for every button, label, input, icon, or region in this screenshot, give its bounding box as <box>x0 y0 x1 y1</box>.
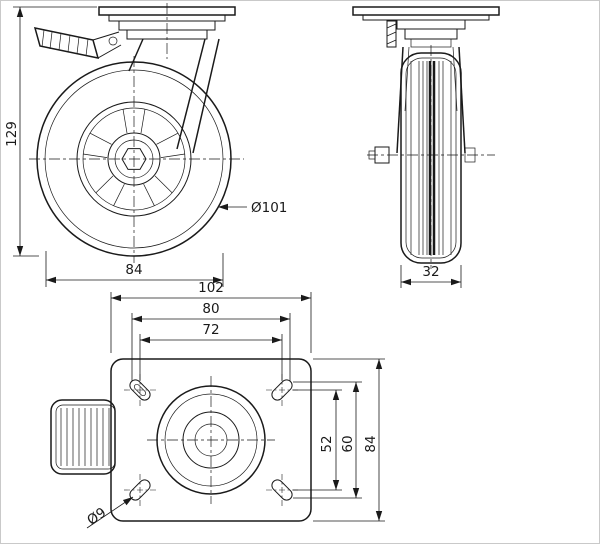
dim-text-bolt-spacing-vertical-outer: 60 <box>340 435 356 452</box>
front-view: 32 <box>352 6 500 288</box>
plan-swivel-race <box>147 376 275 504</box>
dim-text-bolt-spacing-inner: 72 <box>202 322 219 338</box>
bolt-slot-top-right <box>271 379 293 401</box>
wheel-spokes <box>82 108 186 207</box>
brake-pedal-plan <box>50 399 116 475</box>
callout-bolt-hole-diameter: Ø9 <box>84 496 134 529</box>
brake-pedal-front <box>386 20 397 48</box>
dim-text-wheel-diameter: Ø101 <box>251 200 287 216</box>
front-plate-and-swivel <box>352 6 500 48</box>
side-fork <box>128 38 220 154</box>
dim-wheel-width: 32 <box>400 264 462 288</box>
mounting-plate <box>110 358 312 522</box>
side-wheel <box>29 56 244 263</box>
dim-text-bolt-hole-diameter: Ø9 <box>84 505 109 529</box>
dim-text-plate-depth: 84 <box>363 435 379 452</box>
dim-text-wheel-width: 32 <box>422 264 439 280</box>
dim-text-bolt-spacing-vertical-inner: 52 <box>319 435 335 452</box>
dim-text-bolt-spacing-outer: 80 <box>202 301 219 317</box>
dim-overall-height: 129 <box>4 6 97 257</box>
axle-nut <box>121 148 147 170</box>
dim-plate-width: 102 <box>110 280 312 353</box>
side-view: 129 84 Ø101 <box>4 3 287 287</box>
dim-bolt-spacing-outer: 80 <box>131 301 291 381</box>
dim-bolt-spacing-inner: 72 <box>139 322 283 381</box>
dim-text-plate-width: 102 <box>198 280 224 296</box>
dim-bolt-spacing-vertical-inner: 52 <box>293 389 342 491</box>
dim-text-offset-width: 84 <box>125 262 142 278</box>
dim-offset-width: 84 <box>45 251 224 287</box>
dim-plate-depth: 84 <box>313 358 385 522</box>
bolt-slot-bottom-right <box>271 479 293 501</box>
brake-pedal-side <box>33 27 122 59</box>
dim-text-overall-height: 129 <box>4 121 20 147</box>
dim-bolt-spacing-vertical-outer: 60 <box>293 381 362 499</box>
callout-wheel-diameter: Ø101 <box>218 200 287 216</box>
side-plate-and-swivel <box>98 3 236 59</box>
plan-view: 102 80 72 52 <box>50 280 385 529</box>
bolt-slot-top-left <box>129 379 151 401</box>
front-wheel <box>367 45 495 269</box>
